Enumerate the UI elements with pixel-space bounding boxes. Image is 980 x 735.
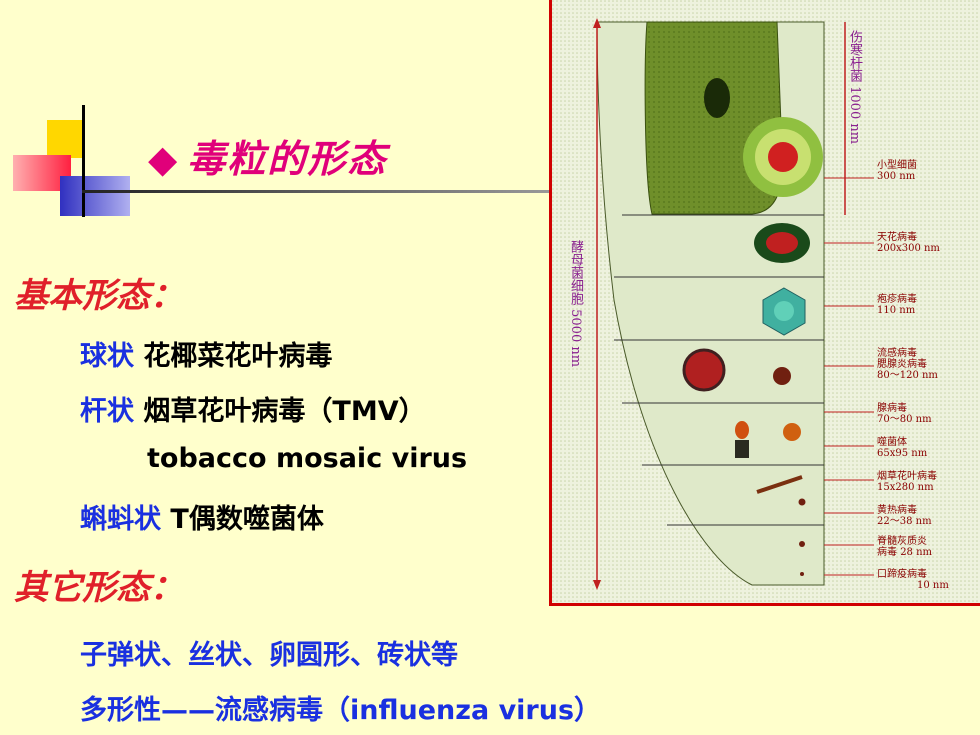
band-lines xyxy=(614,214,824,526)
label-size: 65x95 nm xyxy=(877,448,928,459)
phage-head xyxy=(735,421,749,439)
decor-vertical-line xyxy=(82,105,85,217)
influenza-virus xyxy=(682,348,726,392)
slide-title: ◆毒粒的形态 xyxy=(148,128,387,183)
decor-blue-bar xyxy=(60,176,130,216)
label-yellow-fever: 黄热病毒 22～38 nm xyxy=(877,505,932,527)
other-shapes-line-1: 子弹状、丝状、卵圆形、砖状等 xyxy=(80,640,458,671)
basic-item-spherical: 球状 花椰菜花叶病毒 xyxy=(80,334,332,373)
label-polio: 脊髓灰质炎 病毒 28 nm xyxy=(877,536,932,558)
label-name: 黄热病毒 xyxy=(877,505,917,516)
title-underline xyxy=(82,190,552,193)
label-size: 10 nm xyxy=(917,580,949,591)
virus-size-figure: 酵母菌细胞 5000 nm 伤寒杆菌 1000 nm 小型细菌 300 nm 天… xyxy=(549,0,980,606)
polio-virus xyxy=(799,541,805,547)
label-name: 腺病毒 xyxy=(877,403,907,414)
label-size: 70～80 nm xyxy=(877,414,932,425)
shape-example: 花椰菜花叶病毒 xyxy=(143,341,333,372)
label-name: 病毒 xyxy=(877,547,897,558)
other-shapes-heading: 其它形态： xyxy=(14,568,184,608)
label-size: 15x280 nm xyxy=(877,482,934,493)
label-size: 28 nm xyxy=(900,547,933,558)
label-name: 噬菌体 xyxy=(877,437,907,448)
adenovirus xyxy=(783,423,801,441)
label-tmv: 烟草花叶病毒 15x280 nm xyxy=(877,471,937,493)
fmd-virus xyxy=(800,572,804,576)
label-name: 流感病毒 xyxy=(877,348,917,359)
basic-item-tadpole: 蝌蚪状 T偶数噬菌体 xyxy=(80,497,324,536)
label-name: 脊髓灰质炎 xyxy=(877,536,927,547)
label-herpes: 疱疹病毒 110 nm xyxy=(877,294,917,316)
shape-example-english: tobacco mosaic virus xyxy=(147,443,468,474)
left-scale-arrow-top-icon xyxy=(593,18,601,28)
shape-name: 球状 xyxy=(80,341,134,372)
shape-example: T偶数噬菌体 xyxy=(170,504,324,535)
label-name: 口蹄疫病毒 xyxy=(877,569,927,580)
bacterium-nucleus xyxy=(704,78,730,118)
virus-size-diagram xyxy=(552,0,980,603)
label-influenza-mumps: 流感病毒 腮腺炎病毒 80～120 nm xyxy=(877,348,938,381)
shape-name: 蝌蚪状 xyxy=(80,504,161,535)
label-small-bacteria: 小型细菌 300 nm xyxy=(877,160,917,182)
diamond-bullet-icon: ◆ xyxy=(148,136,180,181)
label-name: 天花病毒 xyxy=(877,232,917,243)
label-size: 80～120 nm xyxy=(877,370,938,381)
basic-item-rod-english: tobacco mosaic virus xyxy=(147,443,467,474)
label-adenovirus: 腺病毒 70～80 nm xyxy=(877,403,932,425)
label-size: 22～38 nm xyxy=(877,516,932,527)
mumps-virus xyxy=(773,367,791,385)
shape-example: 烟草花叶病毒（TMV） xyxy=(143,396,426,427)
label-size: 110 nm xyxy=(877,305,916,316)
label-pointers xyxy=(824,177,874,576)
label-name: 腮腺炎病毒 xyxy=(877,359,927,370)
label-size: 300 nm xyxy=(877,171,916,182)
shape-name: 杆状 xyxy=(80,396,134,427)
decor-yellow-square xyxy=(47,120,85,158)
label-smallpox: 天花病毒 200x300 nm xyxy=(877,232,940,254)
label-size: 200x300 nm xyxy=(877,243,940,254)
left-scale-arrow-bottom-icon xyxy=(593,580,601,590)
basic-shapes-heading: 基本形态： xyxy=(14,276,184,316)
basic-item-rod: 杆状 烟草花叶病毒（TMV） xyxy=(80,389,426,428)
right-scale-label: 伤寒杆菌 1000 nm xyxy=(847,30,862,145)
other-shapes-line-2: 多形性——流感病毒（influenza virus） xyxy=(80,695,602,726)
label-name: 烟草花叶病毒 xyxy=(877,471,937,482)
tmv-rod xyxy=(756,475,803,494)
slide-title-text: 毒粒的形态 xyxy=(187,136,388,181)
yellow-fever-virus xyxy=(798,498,806,506)
label-fmd: 口蹄疫病毒 10 nm xyxy=(877,569,949,591)
phage-tail xyxy=(735,440,749,458)
left-scale-label: 酵母菌细胞 5000 nm xyxy=(568,240,583,368)
label-name: 疱疹病毒 xyxy=(877,294,917,305)
label-phage: 噬菌体 65x95 nm xyxy=(877,437,927,459)
label-name: 小型细菌 xyxy=(877,160,917,171)
